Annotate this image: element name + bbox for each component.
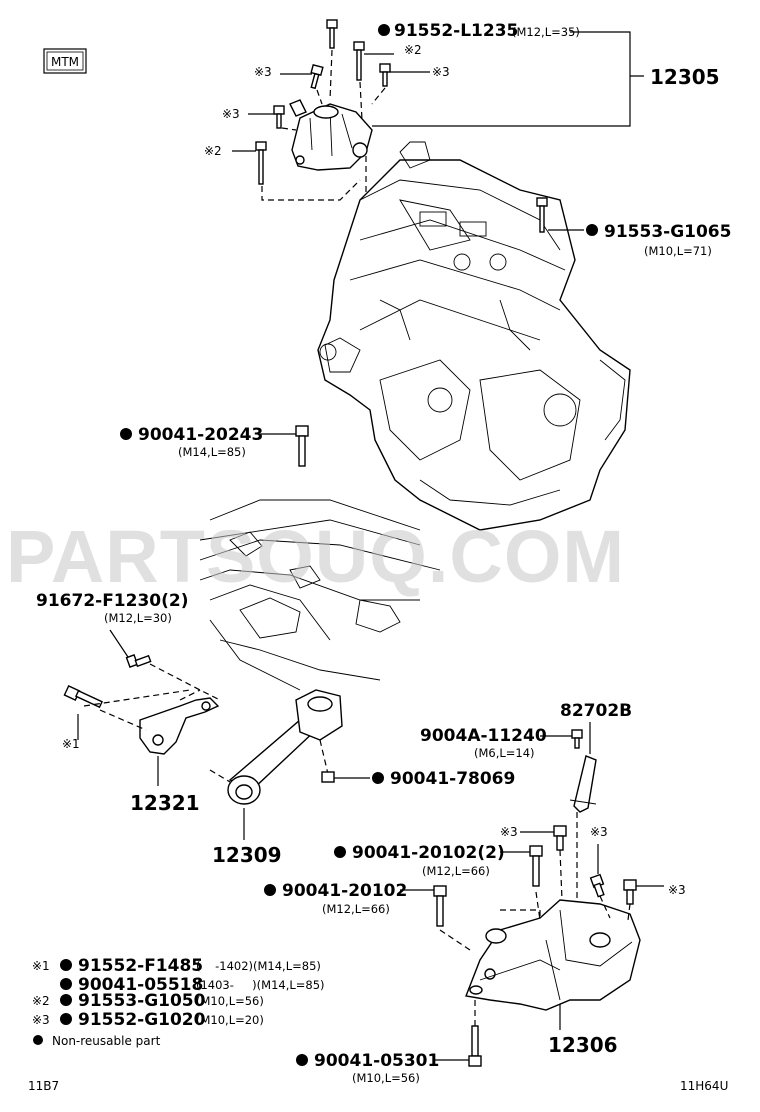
- mark-sx2-a: ※2: [404, 43, 422, 57]
- bolt-90041-20102-2[interactable]: [529, 845, 543, 887]
- label-12306: 12306: [548, 1033, 618, 1057]
- mark-sx1: ※1: [62, 737, 80, 751]
- label-9004A-11240: 9004A-11240: [420, 726, 547, 746]
- mark-sx3-c: ※3: [668, 883, 686, 897]
- torque-rod-12309[interactable]: [227, 689, 343, 805]
- label-91552-L1235: 91552-L1235: [394, 21, 518, 41]
- label-91672-F1230: 91672-F1230(2): [36, 591, 189, 611]
- label-90041-20102-2: 90041-20102(2): [352, 843, 505, 863]
- spec-90041-05301: (M10,L=56): [352, 1071, 420, 1085]
- transmission-mount-12306[interactable]: [465, 899, 641, 1011]
- label-12309: 12309: [212, 843, 282, 867]
- legend-r1-mark: ※1: [32, 959, 50, 973]
- spec-9004A-11240: (M6,L=14): [474, 746, 535, 760]
- spec-90041-20243: (M14,L=85): [178, 445, 246, 459]
- mtm-badge-box: [43, 48, 87, 74]
- label-12321: 12321: [130, 791, 200, 815]
- legend-r1-pn: 91552-F1485: [78, 956, 203, 976]
- engine-block: [317, 141, 631, 531]
- label-90041-20102: 90041-20102: [282, 881, 407, 901]
- bolt-sx3-b[interactable]: [589, 873, 605, 898]
- mark-sx2-b: ※2: [204, 144, 222, 158]
- bolt-sx2-low[interactable]: [255, 141, 267, 185]
- bolt-91553-G1065[interactable]: [536, 197, 548, 233]
- legend-r4-mark: ※3: [32, 1013, 50, 1027]
- clip-82702B[interactable]: [569, 755, 597, 813]
- label-82702B: 82702B: [560, 701, 632, 721]
- engine-mount-12305[interactable]: [289, 99, 373, 171]
- mark-sx3-b: ※3: [590, 825, 608, 839]
- mark-sx3-right: ※3: [432, 65, 450, 79]
- label-90041-20243: 90041-20243: [138, 425, 263, 445]
- watermark: PARTSOUQ.COM: [6, 515, 625, 598]
- spec-90041-20102: (M12,L=66): [322, 902, 390, 916]
- legend-note: Non-reusable part: [52, 1034, 161, 1048]
- bolt-sx3-a[interactable]: [553, 825, 567, 851]
- legend-r3-pn: 91553-G1050: [78, 991, 206, 1011]
- legend-r4-spec: (M10,L=20): [196, 1013, 264, 1027]
- spec-91552-L1235: (M12,L=35): [512, 25, 580, 39]
- bolt-sx3-mid[interactable]: [273, 105, 285, 129]
- legend-r4-pn: 91552-G1020: [78, 1010, 206, 1030]
- bolt-90041-05301[interactable]: [468, 1025, 482, 1067]
- body-subframe: [199, 499, 441, 691]
- bolt-90041-20102[interactable]: [433, 885, 447, 927]
- legend-r2-pn: 90041-05518: [78, 975, 203, 995]
- bolt-9004A-11240[interactable]: [571, 729, 583, 749]
- bolt-sx2-top[interactable]: [353, 41, 365, 81]
- label-90041-78069: 90041-78069: [390, 769, 515, 789]
- legend-r2-spec: (1403- )(M14,L=85): [196, 978, 325, 992]
- spec-91553-G1065: (M10,L=71): [644, 244, 712, 258]
- legend: ※1 91552-F1485 ( -1402)(M14,L=85) 90041-…: [32, 956, 325, 1048]
- bolt-sx3-left[interactable]: [310, 63, 324, 90]
- bolt-sx3-c[interactable]: [623, 879, 637, 905]
- bolt-sx1[interactable]: [63, 685, 103, 709]
- bolt-91672-F1230[interactable]: [125, 654, 152, 668]
- footer-left: 11B7: [28, 1079, 59, 1093]
- spec-90041-20102-2: (M12,L=66): [422, 864, 490, 878]
- footer-right: 11H64U: [680, 1079, 728, 1093]
- mark-sx3-mid: ※3: [222, 107, 240, 121]
- bolt-sx3-right[interactable]: [379, 63, 391, 87]
- legend-r3-spec: (M10,L=56): [196, 994, 264, 1008]
- label-91553-G1065: 91553-G1065: [604, 222, 731, 242]
- legend-r3-mark: ※2: [32, 994, 50, 1008]
- mtm-badge: MTM: [51, 55, 79, 69]
- label-12305: 12305: [650, 65, 720, 89]
- bracket-12321[interactable]: [139, 697, 220, 755]
- nut-90041-78069[interactable]: [321, 771, 335, 783]
- spec-91672-F1230: (M12,L=30): [104, 611, 172, 625]
- mark-sx3-left: ※3: [254, 65, 272, 79]
- mark-sx3-a: ※3: [500, 825, 518, 839]
- label-90041-05301: 90041-05301: [314, 1051, 439, 1071]
- bolt-90041-20243[interactable]: [295, 425, 309, 467]
- legend-r1-spec: ( -1402)(M14,L=85): [196, 959, 321, 973]
- bolt-91552-L1235[interactable]: [326, 19, 338, 49]
